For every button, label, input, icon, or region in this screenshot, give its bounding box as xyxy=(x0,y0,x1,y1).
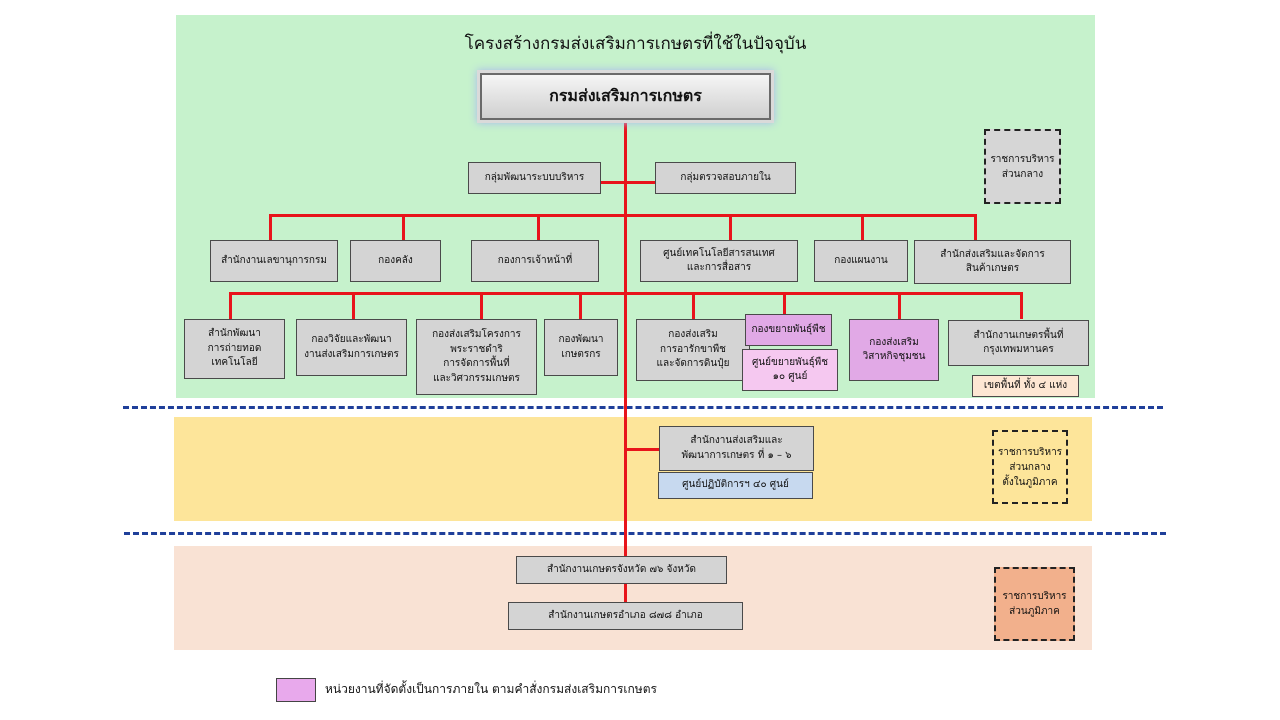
note-central-administration: ราชการบริหาร ส่วนกลาง xyxy=(984,129,1061,204)
unit-box-operation-centers: ศูนย์ปฏิบัติการฯ ๔๐ ศูนย์ xyxy=(658,472,813,499)
note-regional-administration: ราชการบริหาร ส่วนภูมิภาค xyxy=(994,567,1075,641)
row2-drop-line xyxy=(783,292,786,314)
row2-drop-line xyxy=(692,292,695,319)
row1-drop-line xyxy=(537,214,540,240)
department-head-box: กรมส่งเสริมการเกษตร xyxy=(480,73,771,120)
unit-box-secretary-office: สำนักงานเลขานุการกรม xyxy=(210,240,338,282)
zone-divider-2 xyxy=(124,532,1166,535)
zone-divider-1 xyxy=(123,406,1163,409)
row1-drop-line xyxy=(729,214,732,240)
unit-box-farmer-dev: กองพัฒนา เกษตรกร xyxy=(544,319,618,376)
staff-connector-line xyxy=(600,181,656,184)
row1-drop-line xyxy=(402,214,405,240)
unit-box-provincial-offices: สำนักงานเกษตรจังหวัด ๗๖ จังหวัด xyxy=(516,556,727,584)
unit-box-seed-centers: ศูนย์ขยายพันธุ์พืช ๑๐ ศูนย์ xyxy=(742,349,838,391)
unit-box-research-dev: กองวิจัยและพัฒนา งานส่งเสริมการเกษตร xyxy=(296,319,407,376)
row2-drop-line xyxy=(229,292,232,319)
unit-box-planning: กองแผนงาน xyxy=(814,240,908,282)
row1-drop-line xyxy=(974,214,977,240)
unit-box-tech-transfer: สำนักพัฒนา การถ่ายทอด เทคโนโลยี xyxy=(184,319,285,379)
chart-title: โครงสร้างกรมส่งเสริมการเกษตรที่ใช้ในปัจจ… xyxy=(464,34,807,54)
main-trunk-line xyxy=(624,120,627,556)
unit-box-commodity-promotion: สำนักส่งเสริมและจัดการ สินค้าเกษตร xyxy=(914,240,1071,284)
unit-box-management-dev: กลุ่มพัฒนาระบบบริหาร xyxy=(468,162,601,194)
row1-drop-line xyxy=(861,214,864,240)
unit-box-regional-office: สำนักงานส่งเสริมและ พัฒนาการเกษตร ที่ ๑ … xyxy=(659,426,814,471)
unit-box-bangkok-office: สำนักงานเกษตรพื้นที่ กรุงเทพมหานคร xyxy=(948,320,1089,366)
legend-swatch-internal-unit xyxy=(276,678,316,702)
unit-box-personnel: กองการเจ้าหน้าที่ xyxy=(471,240,599,282)
row2-drop-line xyxy=(1020,292,1023,319)
row2-drop-line xyxy=(480,292,483,319)
row2-bus-line xyxy=(229,292,1023,295)
row2-drop-line xyxy=(352,292,355,319)
unit-box-plant-propagation: กองขยายพันธุ์พืช xyxy=(745,314,832,346)
unit-box-district-offices: สำนักงานเกษตรอำเภอ ๘๗๘ อำเภอ xyxy=(508,602,743,630)
row1-bus-line xyxy=(269,214,977,217)
legend-label: หน่วยงานที่จัดตั้งเป็นการภายใน ตามคำสั่ง… xyxy=(325,682,657,696)
row2-drop-line xyxy=(898,292,901,319)
regional-central-zone xyxy=(174,417,1092,521)
unit-box-plant-protection: กองส่งเสริม การอารักขาพืช และจัดการดินปุ… xyxy=(636,319,750,381)
unit-box-royal-projects: กองส่งเสริมโครงการ พระราชดำริ การจัดการพ… xyxy=(416,319,537,395)
unit-box-ict-center: ศูนย์เทคโนโลยีสารสนเทศ และการสื่อสาร xyxy=(640,240,798,282)
district-connector-line xyxy=(624,584,627,602)
unit-box-bangkok-areas: เขตพื้นที่ ทั้ง ๔ แห่ง xyxy=(972,375,1079,397)
unit-box-finance: กองคลัง xyxy=(350,240,441,282)
note-central-in-region: ราชการบริหาร ส่วนกลาง ตั้งในภูมิภาค xyxy=(992,430,1068,504)
unit-box-internal-audit: กลุ่มตรวจสอบภายใน xyxy=(655,162,796,194)
row1-drop-line xyxy=(269,214,272,240)
row2-drop-line xyxy=(579,292,582,319)
regional-connector-line xyxy=(626,448,660,451)
unit-box-community-enterprise: กองส่งเสริม วิสาหกิจชุมชน xyxy=(849,319,939,381)
